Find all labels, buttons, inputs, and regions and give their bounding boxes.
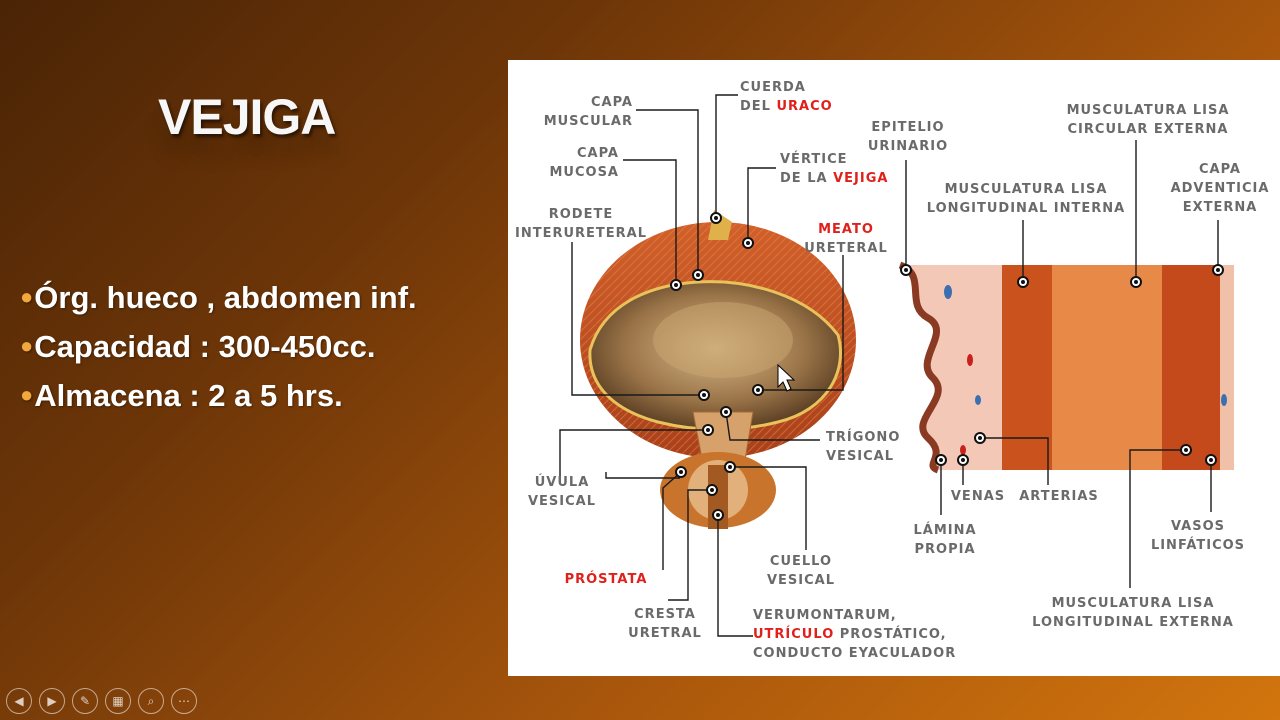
leader-cresta — [605, 472, 680, 479]
leader-capa-muscular — [636, 109, 699, 275]
bullet-item: ●Órg. hueco , abdomen inf. — [20, 280, 417, 315]
pin-marker — [712, 509, 724, 521]
pin-marker — [935, 454, 947, 466]
leader-capa-mucosa — [623, 159, 677, 285]
adventitia-layer — [1220, 265, 1234, 470]
zoom-icon[interactable]: ⌕ — [138, 688, 164, 714]
bullet-item: ●Almacena : 2 a 5 hrs. — [20, 378, 343, 413]
vessel-red — [967, 354, 973, 366]
pin-marker — [957, 454, 969, 466]
label-venas: VENAS — [951, 489, 1005, 504]
wall-section-illustration — [898, 261, 1234, 474]
prev-icon[interactable]: ◀ — [6, 688, 32, 714]
bullet-dot-icon: ● — [20, 284, 34, 309]
pen-icon[interactable]: ✎ — [72, 688, 98, 714]
leader-vertice — [747, 167, 776, 243]
pin-marker — [692, 269, 704, 281]
vessel-blue — [975, 395, 981, 405]
longitudinal-external-layer — [1162, 265, 1220, 470]
bullet-list: ●Órg. hueco , abdomen inf. ●Capacidad : … — [20, 272, 417, 419]
leader-trigono — [725, 411, 820, 441]
pin-marker — [1130, 276, 1142, 288]
longitudinal-internal-layer — [1002, 265, 1052, 470]
leader-verumontarum — [717, 515, 753, 637]
next-icon[interactable]: ▶ — [39, 688, 65, 714]
leader-rodete — [571, 242, 704, 396]
epithelium-folds — [900, 265, 939, 470]
pin-marker — [698, 389, 710, 401]
pin-marker — [900, 264, 912, 276]
vessel-blue — [944, 285, 952, 299]
epithelium-line — [898, 261, 942, 474]
leader-uvula — [559, 429, 708, 478]
pin-marker — [706, 484, 718, 496]
bullet-dot-icon: ● — [20, 333, 34, 358]
bullet-item: ●Capacidad : 300-450cc. — [20, 329, 376, 364]
bladder-fold — [653, 302, 793, 378]
pins — [670, 212, 1224, 521]
pin-marker — [724, 461, 736, 473]
pin-marker — [710, 212, 722, 224]
pin-marker — [1212, 264, 1224, 276]
leader-cuello — [730, 466, 807, 550]
vessel-red — [960, 445, 966, 455]
leader-cresta-2 — [668, 489, 712, 601]
pin-marker — [675, 466, 687, 478]
bladder-illustration — [580, 210, 856, 529]
leader-arterias — [980, 437, 1049, 485]
pin-marker — [1180, 444, 1192, 456]
label-arterias: ARTERIAS — [1019, 489, 1099, 504]
leader-long-externa — [1129, 449, 1186, 588]
pin-marker — [702, 424, 714, 436]
pin-marker — [1205, 454, 1217, 466]
bullet-dot-icon: ● — [20, 382, 34, 407]
mouse-cursor-icon — [777, 363, 796, 392]
slideshow-nav-bar: ◀ ▶ ✎ ▦ ⌕ ⋯ — [6, 688, 197, 714]
pin-marker — [752, 384, 764, 396]
more-icon[interactable]: ⋯ — [171, 688, 197, 714]
pin-marker — [720, 406, 732, 418]
pin-marker — [974, 432, 986, 444]
pin-marker — [670, 279, 682, 291]
label-prostata: PRÓSTATA — [565, 571, 648, 587]
slide-title: VEJIGA — [158, 89, 336, 145]
pin-marker — [1017, 276, 1029, 288]
leader-cuerda-uraco — [715, 94, 738, 218]
circular-external-fibers — [1052, 265, 1162, 470]
vessel-blue — [1221, 394, 1227, 406]
slides-icon[interactable]: ▦ — [105, 688, 131, 714]
label-verumontarum: VERUMONTARUM,UTRÍCULO PROSTÁTICO,CONDUCT… — [753, 608, 956, 661]
pin-marker — [742, 237, 754, 249]
